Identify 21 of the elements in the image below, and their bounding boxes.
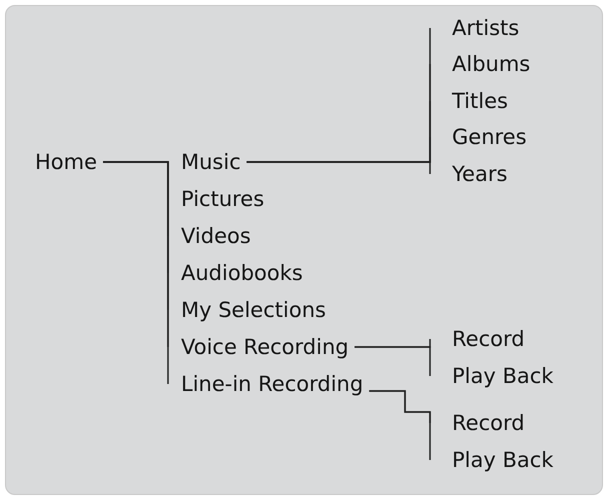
- menu-item: Line-in Recording: [168, 371, 370, 397]
- menu-item: Audiobooks: [168, 260, 309, 286]
- menu-item: Record: [430, 410, 531, 436]
- connector-line: [369, 390, 431, 460]
- menu-item: Years: [430, 161, 514, 187]
- menu-item: Voice Recording: [168, 334, 355, 360]
- connector-line: [246, 161, 431, 174]
- menu-item: Music: [168, 149, 247, 175]
- menu-item: Record: [430, 326, 531, 352]
- menu-item: Play Back: [430, 447, 560, 473]
- menu-item: Titles: [430, 88, 514, 114]
- menu-item: Genres: [430, 124, 533, 150]
- menu-item: My Selections: [168, 297, 332, 323]
- connector-line: [354, 346, 431, 376]
- menu-item: Home: [35, 149, 104, 175]
- menu-item: Videos: [168, 223, 257, 249]
- menu-item: Albums: [430, 51, 536, 77]
- menu-item: Artists: [430, 15, 526, 41]
- connector-line: [103, 161, 169, 384]
- menu-item: Play Back: [430, 363, 560, 389]
- menu-item: Pictures: [168, 186, 270, 212]
